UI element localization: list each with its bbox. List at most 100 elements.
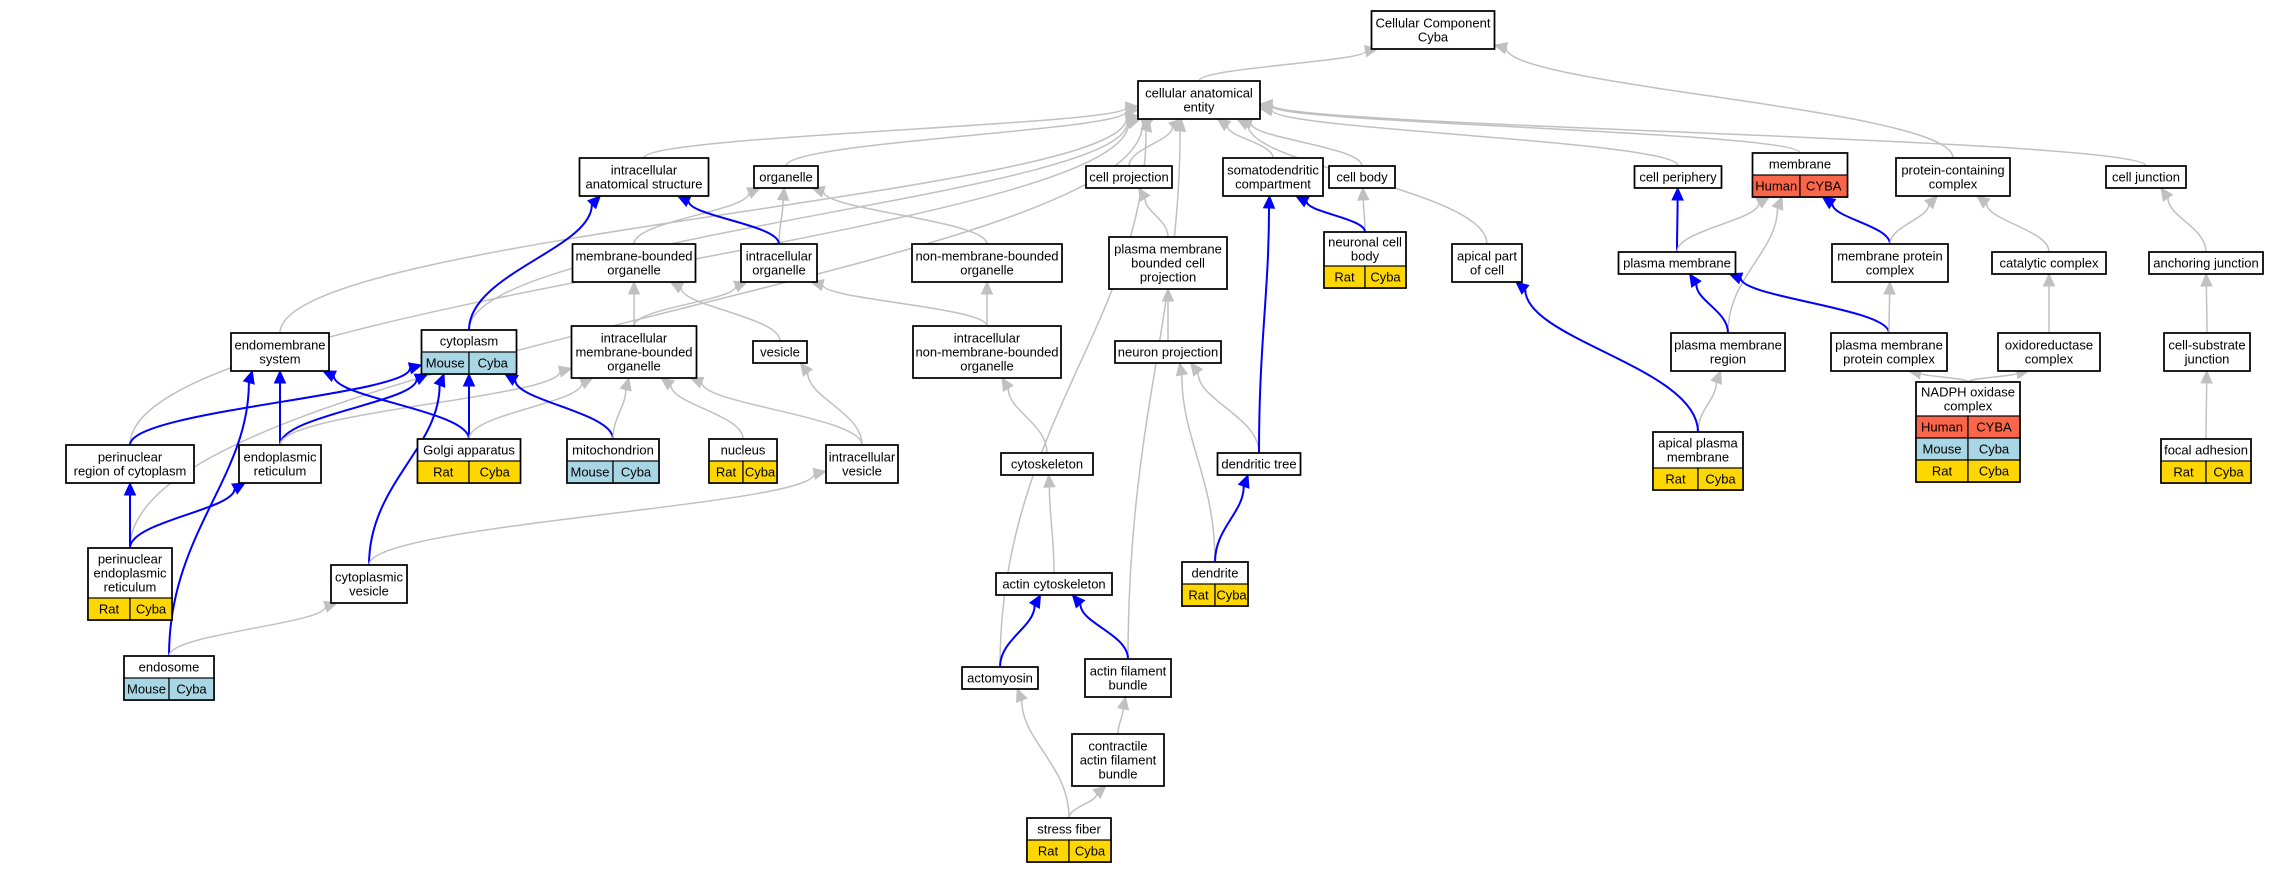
term-node-neuronproj[interactable]: neuron projection bbox=[1114, 340, 1222, 364]
term-label: plasma membrane bbox=[1114, 242, 1222, 257]
arrowhead bbox=[619, 376, 632, 392]
term-node-organelle[interactable]: organelle bbox=[753, 165, 819, 189]
arrowhead bbox=[1161, 287, 1175, 302]
term-label: endoplasmic bbox=[94, 566, 167, 581]
gene-label: Cyba bbox=[480, 465, 511, 480]
term-label: cell projection bbox=[1089, 170, 1169, 185]
term-node-cytoskel[interactable]: cytoskeleton bbox=[1000, 452, 1094, 476]
term-node-celljunc[interactable]: cell junction bbox=[2105, 165, 2187, 189]
term-node-inmbo[interactable]: intracellularnon-membrane-boundedorganel… bbox=[912, 325, 1062, 379]
term-node-anchjunc[interactable]: anchoring junction bbox=[2148, 251, 2264, 275]
term-label: organelle bbox=[960, 263, 1014, 278]
species-label: Rat bbox=[2173, 465, 2194, 480]
edges-layer bbox=[123, 42, 2213, 819]
arrowhead bbox=[1175, 361, 1189, 377]
term-label: junction bbox=[2184, 352, 2230, 367]
edge-er-to-cytoplasm bbox=[279, 378, 418, 446]
species-label: Human bbox=[1921, 420, 1963, 435]
edge-golgi-to-endomem bbox=[332, 375, 470, 440]
term-label: bundle bbox=[1108, 678, 1147, 693]
arrowhead bbox=[2200, 369, 2213, 384]
term-node-cellproj[interactable]: cell projection bbox=[1085, 165, 1173, 189]
gene-label: Cyba bbox=[1216, 588, 1247, 603]
term-node-border bbox=[420, 329, 518, 375]
term-node-catcomplex[interactable]: catalytic complex bbox=[1991, 251, 2107, 275]
arrowhead bbox=[1710, 369, 1723, 385]
arrowhead bbox=[1689, 272, 1702, 288]
term-node-border bbox=[1915, 381, 2021, 483]
term-label: actin cytoskeleton bbox=[1002, 577, 1105, 592]
arrowhead bbox=[799, 362, 814, 377]
term-node-border bbox=[1108, 236, 1228, 290]
term-label: organelle bbox=[607, 263, 661, 278]
term-label: vesicle bbox=[842, 464, 882, 479]
arrowhead bbox=[1493, 42, 1509, 55]
term-node-border bbox=[65, 444, 195, 484]
term-node-vesicle[interactable]: vesicle bbox=[752, 340, 808, 364]
term-node-actincyto[interactable]: actin cytoskeleton bbox=[995, 572, 1113, 596]
term-node-border bbox=[1617, 251, 1737, 275]
term-node-border bbox=[912, 325, 1062, 379]
term-label: perinuclear bbox=[98, 552, 163, 567]
term-label: apical part bbox=[1457, 249, 1517, 264]
edge-endosome-to-endomem bbox=[168, 382, 250, 657]
arrowhead bbox=[812, 467, 828, 481]
term-node-box bbox=[65, 444, 195, 484]
edge-cytoves-to-intves bbox=[368, 473, 815, 566]
term-node-border bbox=[571, 243, 697, 283]
term-label: cytoskeleton bbox=[1011, 457, 1083, 472]
term-label: endosome bbox=[139, 660, 200, 675]
term-node-border bbox=[1451, 243, 1523, 283]
gene-label: Cyba bbox=[1370, 270, 1401, 285]
term-node-cellbody[interactable]: cell body bbox=[1328, 165, 1396, 189]
term-node-dendtree[interactable]: dendritic tree bbox=[1216, 452, 1302, 476]
term-node-cellperiph[interactable]: cell periphery bbox=[1633, 165, 1723, 189]
term-node-actomyosin[interactable]: actomyosin bbox=[961, 666, 1039, 690]
species-label: Rat bbox=[1188, 588, 1209, 603]
edge-mpc-to-membrane bbox=[1831, 203, 1891, 245]
term-node-plasmamem[interactable]: plasma membrane bbox=[1617, 251, 1737, 275]
term-label: projection bbox=[1140, 270, 1196, 285]
term-node-border bbox=[123, 655, 215, 701]
arrowhead bbox=[1515, 281, 1530, 295]
edge-endosome-to-cytoves bbox=[168, 606, 327, 657]
term-label: protein complex bbox=[1843, 352, 1935, 367]
arrowhead bbox=[1001, 376, 1014, 392]
